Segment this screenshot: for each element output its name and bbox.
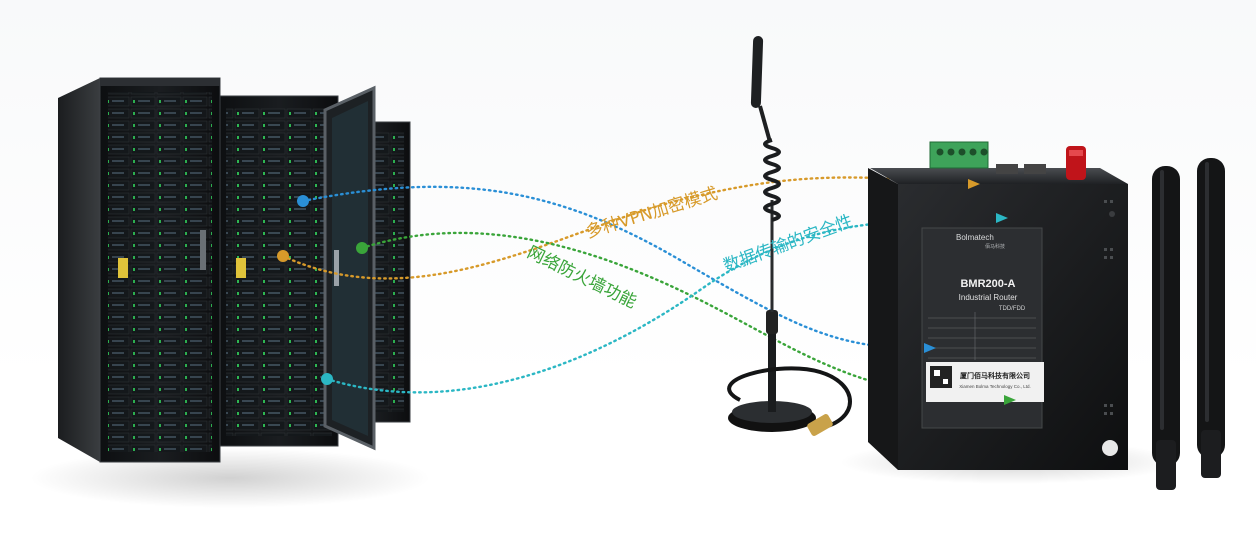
arrow-heads <box>924 179 1016 405</box>
router-company-en: Xiamen Bolma Technology Co., Ltd. <box>959 384 1030 389</box>
router-brand: Bolmatech <box>956 233 994 242</box>
router-company-cn: 厦门佰马科技有限公司 <box>959 371 1030 380</box>
connection-lines <box>281 176 1012 402</box>
arrow-transmission <box>996 213 1008 223</box>
router-model: BMR200-A <box>960 278 1015 290</box>
router-brand-cn: 佰马科技 <box>985 243 1005 250</box>
arrow-vpn <box>968 179 980 189</box>
arrow-blue <box>924 343 936 353</box>
link-firewall <box>360 231 1012 402</box>
industrial-router-icon: Bolmatech 佰马科技 BMR200-A Industrial Route… <box>840 141 1225 490</box>
server-rack-icon <box>30 77 430 508</box>
connection-endpoints <box>277 195 368 385</box>
endpoint-blue <box>297 195 309 207</box>
arrow-firewall <box>1004 395 1016 405</box>
link-blue <box>301 185 932 350</box>
feature-firewall-label: 网络防火墙功能 <box>524 243 640 313</box>
endpoint-vpn <box>277 250 289 262</box>
router-type: Industrial Router <box>959 293 1018 302</box>
endpoint-firewall <box>356 242 368 254</box>
feature-transmission-label: 数据传输的安全性 <box>721 211 856 276</box>
antenna-icon <box>727 36 852 436</box>
endpoint-transmission <box>321 373 333 385</box>
link-transmission <box>325 216 1004 394</box>
router-network: TDD/FDD <box>999 306 1026 312</box>
link-vpn <box>281 176 977 280</box>
feature-vpn-label: 多种VPN加密模式 <box>584 184 720 243</box>
